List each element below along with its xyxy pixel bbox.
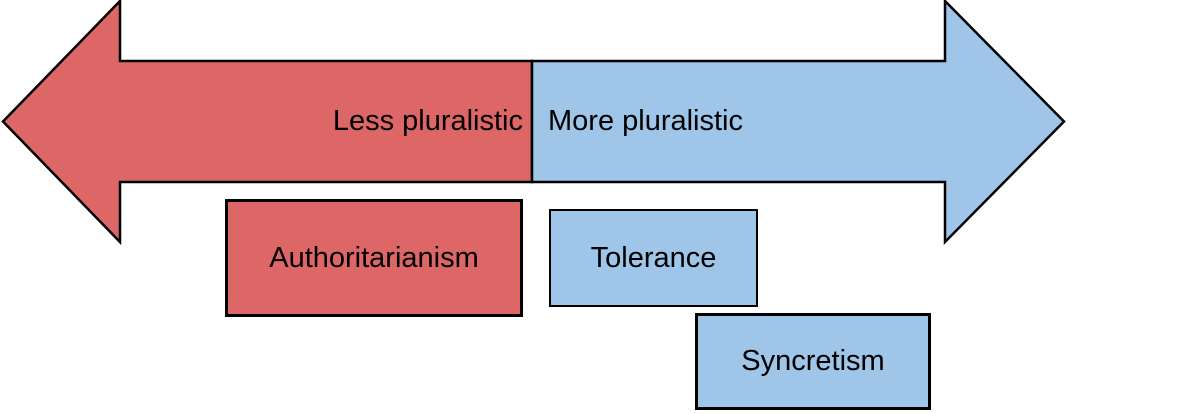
more-pluralistic-label: More pluralistic [548,105,743,137]
tolerance-box: Tolerance [549,209,758,307]
right-arrow-half-shape [530,0,1066,246]
syncretism-box: Syncretism [695,313,931,410]
less-pluralistic-label: Less pluralistic [332,105,523,137]
authoritarianism-box: Authoritarianism [225,199,523,317]
